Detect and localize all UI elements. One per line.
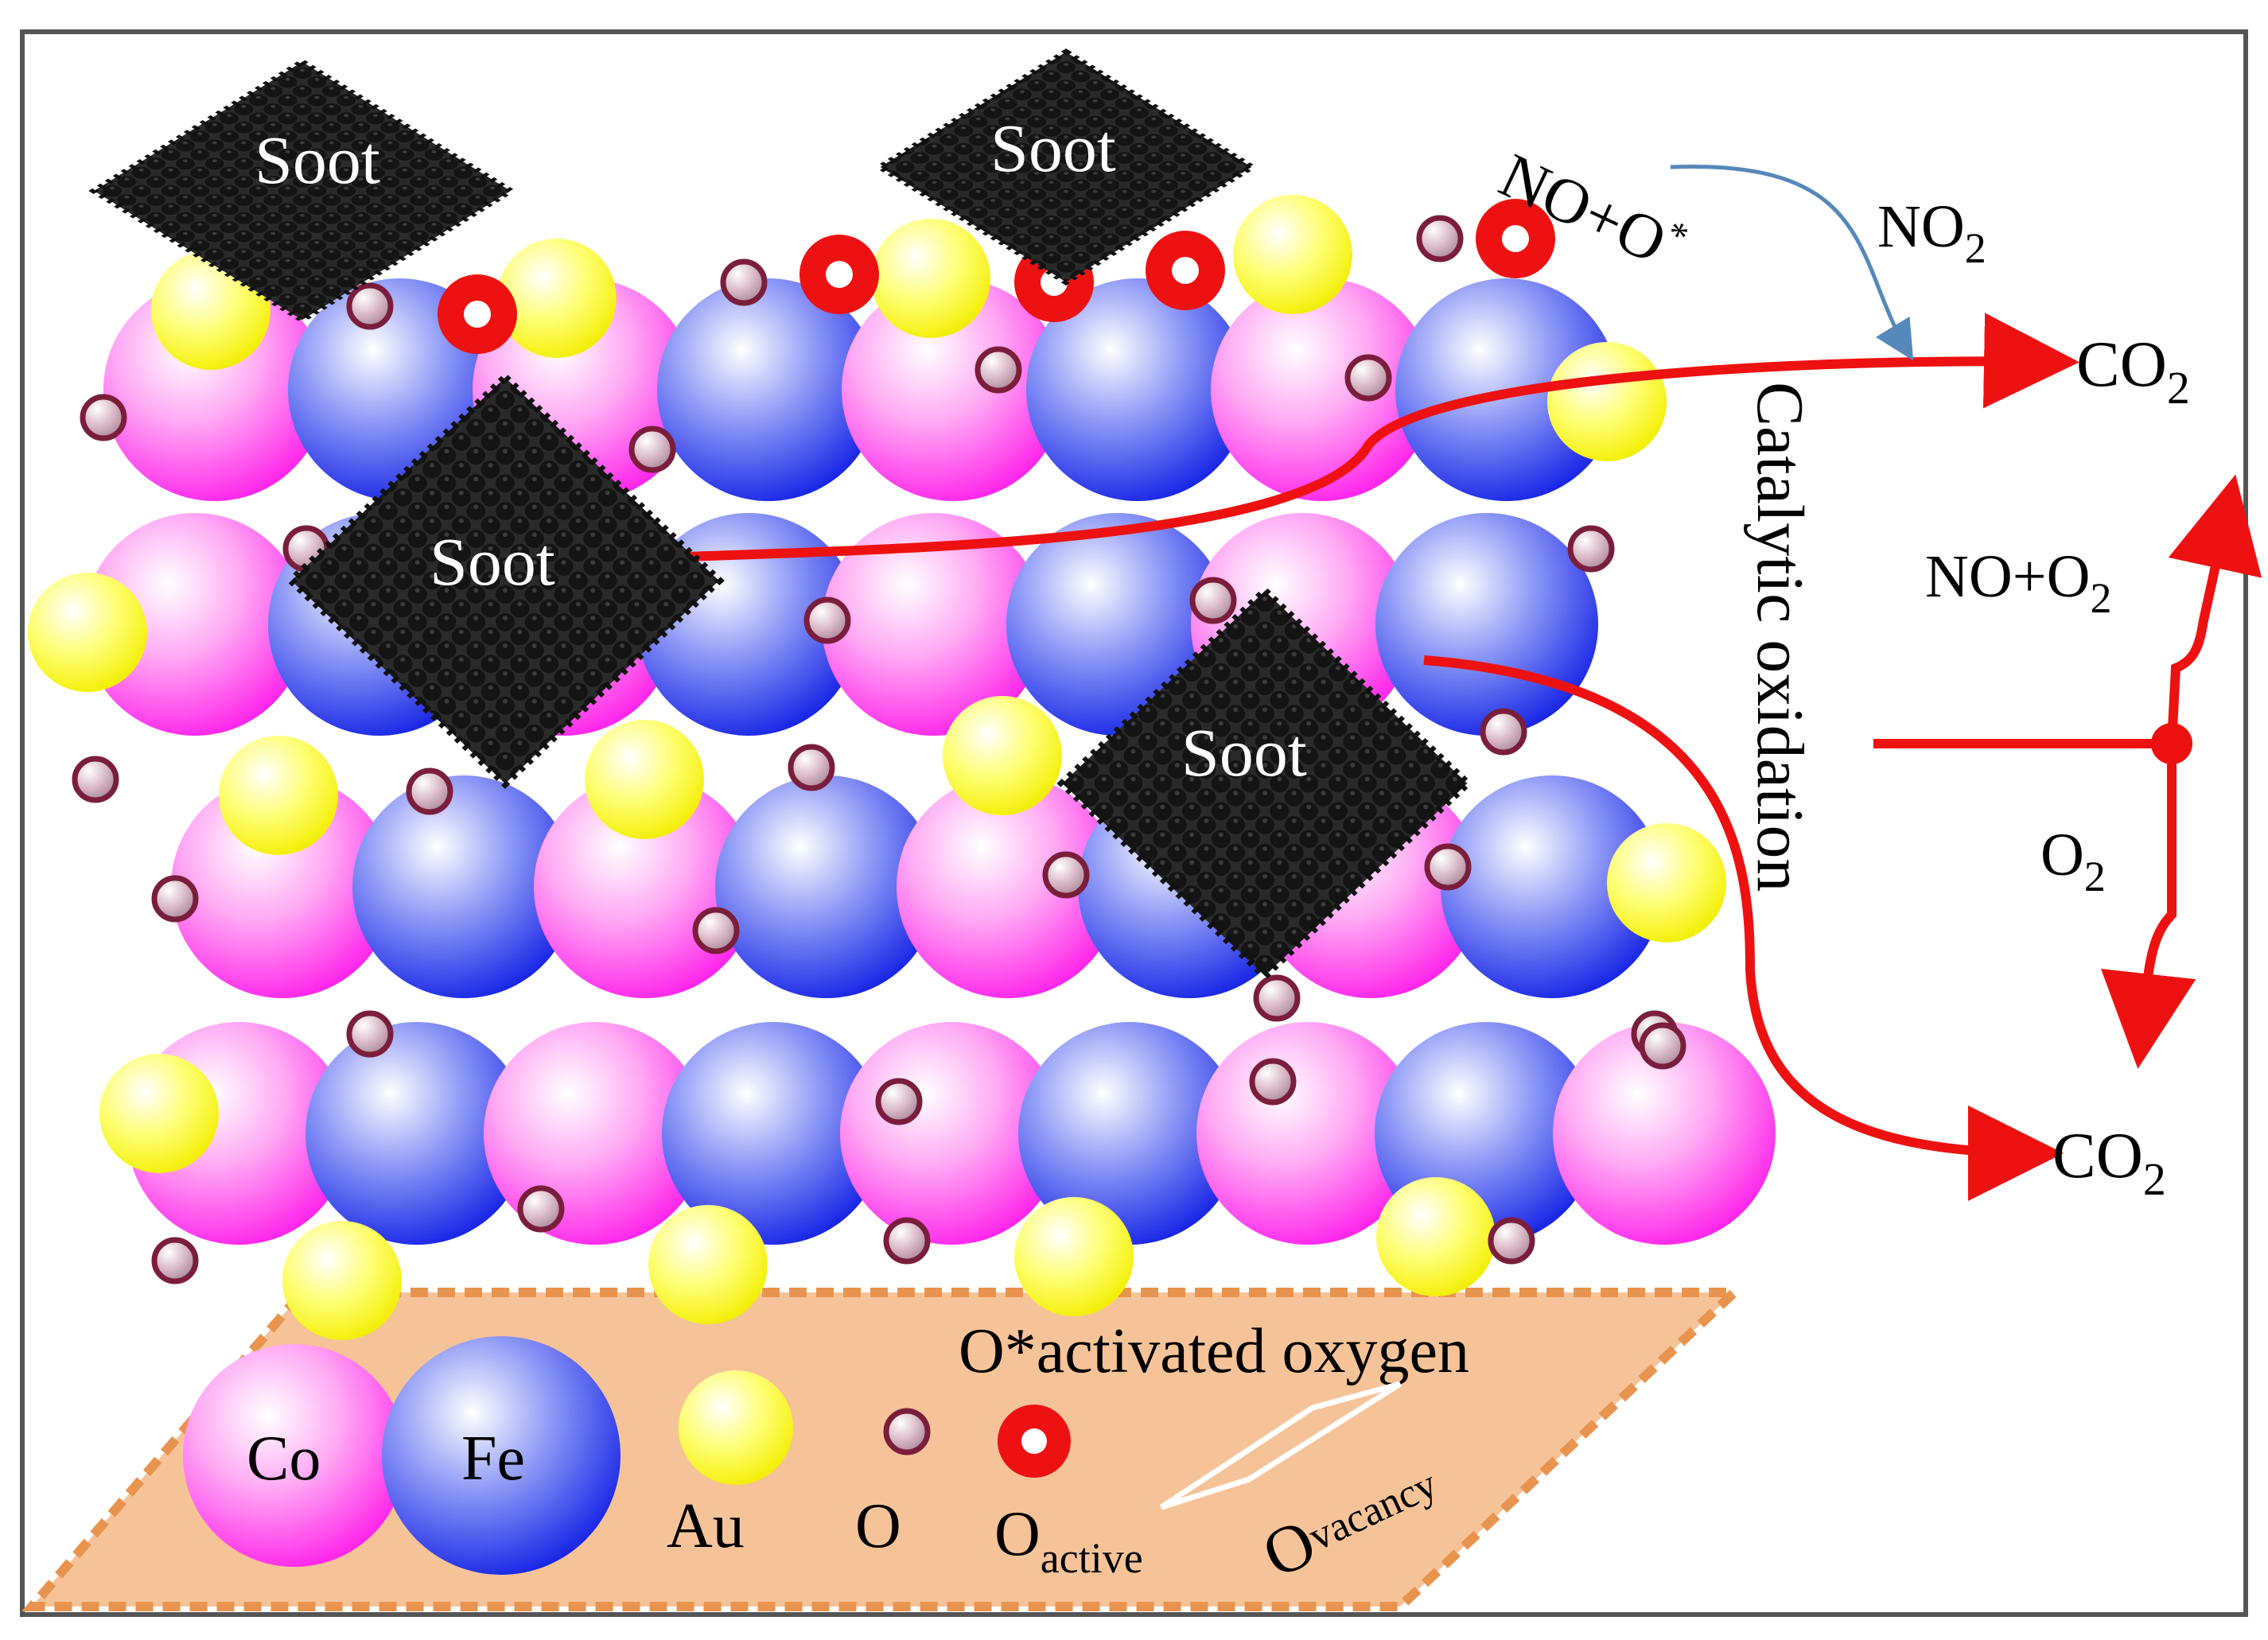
o-atom [517, 1185, 565, 1233]
fe-atom [305, 1022, 528, 1245]
au-atom [1014, 1197, 1134, 1316]
co-atom [897, 775, 1119, 998]
co-label: Co [247, 1424, 321, 1494]
au-atom [871, 219, 990, 338]
o-atom [720, 258, 768, 306]
active-oxygen [1476, 199, 1555, 278]
o2-label: O2 [2040, 822, 2106, 900]
fe-atom [715, 775, 938, 998]
o-atom [151, 875, 199, 923]
fe-atom [1375, 513, 1598, 736]
activated-oxygen-label: O*activated oxygen [959, 1316, 1469, 1386]
co-atom-icon [183, 1344, 406, 1567]
au-atom [585, 720, 704, 839]
au-atom [99, 1054, 219, 1173]
o-atom [788, 744, 835, 791]
au-atom [497, 239, 617, 358]
no2-flow-arrow [1670, 164, 1914, 361]
au-atom [1376, 1177, 1496, 1296]
co-atom [171, 775, 394, 998]
fe-atom [352, 775, 575, 998]
no-plus-o2-label: NO+O2 [1925, 543, 2112, 622]
o-atom [1253, 974, 1301, 1022]
co-atom [822, 513, 1045, 736]
o-atom [1189, 577, 1237, 624]
co-atom [1211, 278, 1434, 501]
o-active-label: Oactive [994, 1499, 1143, 1582]
fe-atom [662, 1022, 885, 1245]
o-atom [975, 346, 1022, 394]
au-atom [943, 696, 1062, 815]
o-atom [1567, 525, 1615, 573]
o-atom [1249, 1058, 1297, 1106]
soot-label: Soot [255, 122, 380, 198]
o-atom [80, 394, 127, 441]
legend: O*activated oxygen Co Fe Au O Oactive Ov… [183, 1316, 1469, 1592]
au-atom [28, 573, 147, 692]
o-atom [346, 1010, 394, 1058]
oxygen-vacancy-icon [1160, 1381, 1402, 1510]
o-atom [1639, 1022, 1686, 1070]
soot-label: Soot [990, 110, 1116, 186]
o-atom [628, 426, 676, 473]
fe-atom [1441, 775, 1663, 998]
au-atom [1607, 823, 1726, 942]
co-atom [840, 1022, 1063, 1245]
au-atom [282, 1221, 402, 1340]
o-atom [1424, 843, 1472, 891]
active-oxygen-icon [998, 1405, 1071, 1478]
o-label: O [855, 1491, 901, 1561]
soot-to-co2-top-arrow [683, 313, 2079, 562]
fe-atom-icon [382, 1336, 620, 1575]
o-atom [1042, 851, 1090, 899]
active-oxygen [799, 235, 879, 314]
soot-label: Soot [1181, 714, 1307, 791]
down-arrow [2100, 744, 2196, 1069]
soot-label: Soot [430, 523, 555, 600]
soot-particle: Soot [874, 48, 1258, 286]
au-atom-icon [679, 1370, 793, 1485]
o-atom [692, 907, 740, 954]
o-atom [1344, 354, 1392, 402]
o-atom [346, 282, 394, 330]
co-atom [1553, 1022, 1776, 1245]
fe-atom [1018, 1022, 1241, 1245]
co2-top-label: CO2 [2076, 328, 2190, 414]
active-oxygen [438, 274, 517, 354]
fe-atom [1026, 278, 1249, 501]
au-atom [219, 736, 338, 855]
o-atom [406, 768, 453, 815]
o-atom-icon [883, 1408, 931, 1455]
au-label: Au [667, 1491, 745, 1561]
no2-label: NO2 [1877, 193, 1986, 272]
reaction-arrows [683, 164, 2262, 1201]
o-atom [883, 1217, 931, 1265]
o-atom [1480, 708, 1527, 756]
catalytic-oxidation-label: Catalytic oxidation [1743, 382, 1817, 892]
o-atom [803, 597, 851, 644]
up-arrow [2167, 474, 2262, 744]
au-atom [1233, 195, 1352, 314]
co-atom [84, 513, 306, 736]
active-oxygen [1146, 231, 1225, 310]
au-atom [648, 1205, 768, 1324]
fe-atom [657, 278, 880, 501]
soot-to-co2-bottom-arrow [1423, 655, 2064, 1201]
o-atom [72, 756, 119, 803]
au-atom [1547, 342, 1667, 461]
o-atom [875, 1078, 923, 1125]
soot-particle: Soot [1056, 585, 1473, 981]
o-atom [1416, 215, 1464, 262]
co-atom [842, 278, 1064, 501]
o-atom [151, 1237, 199, 1284]
soot-particle: Soot [286, 372, 725, 789]
fe-label: Fe [461, 1424, 525, 1494]
co2-bottom-label: CO2 [2052, 1119, 2166, 1205]
o-atom [1488, 1217, 1535, 1265]
